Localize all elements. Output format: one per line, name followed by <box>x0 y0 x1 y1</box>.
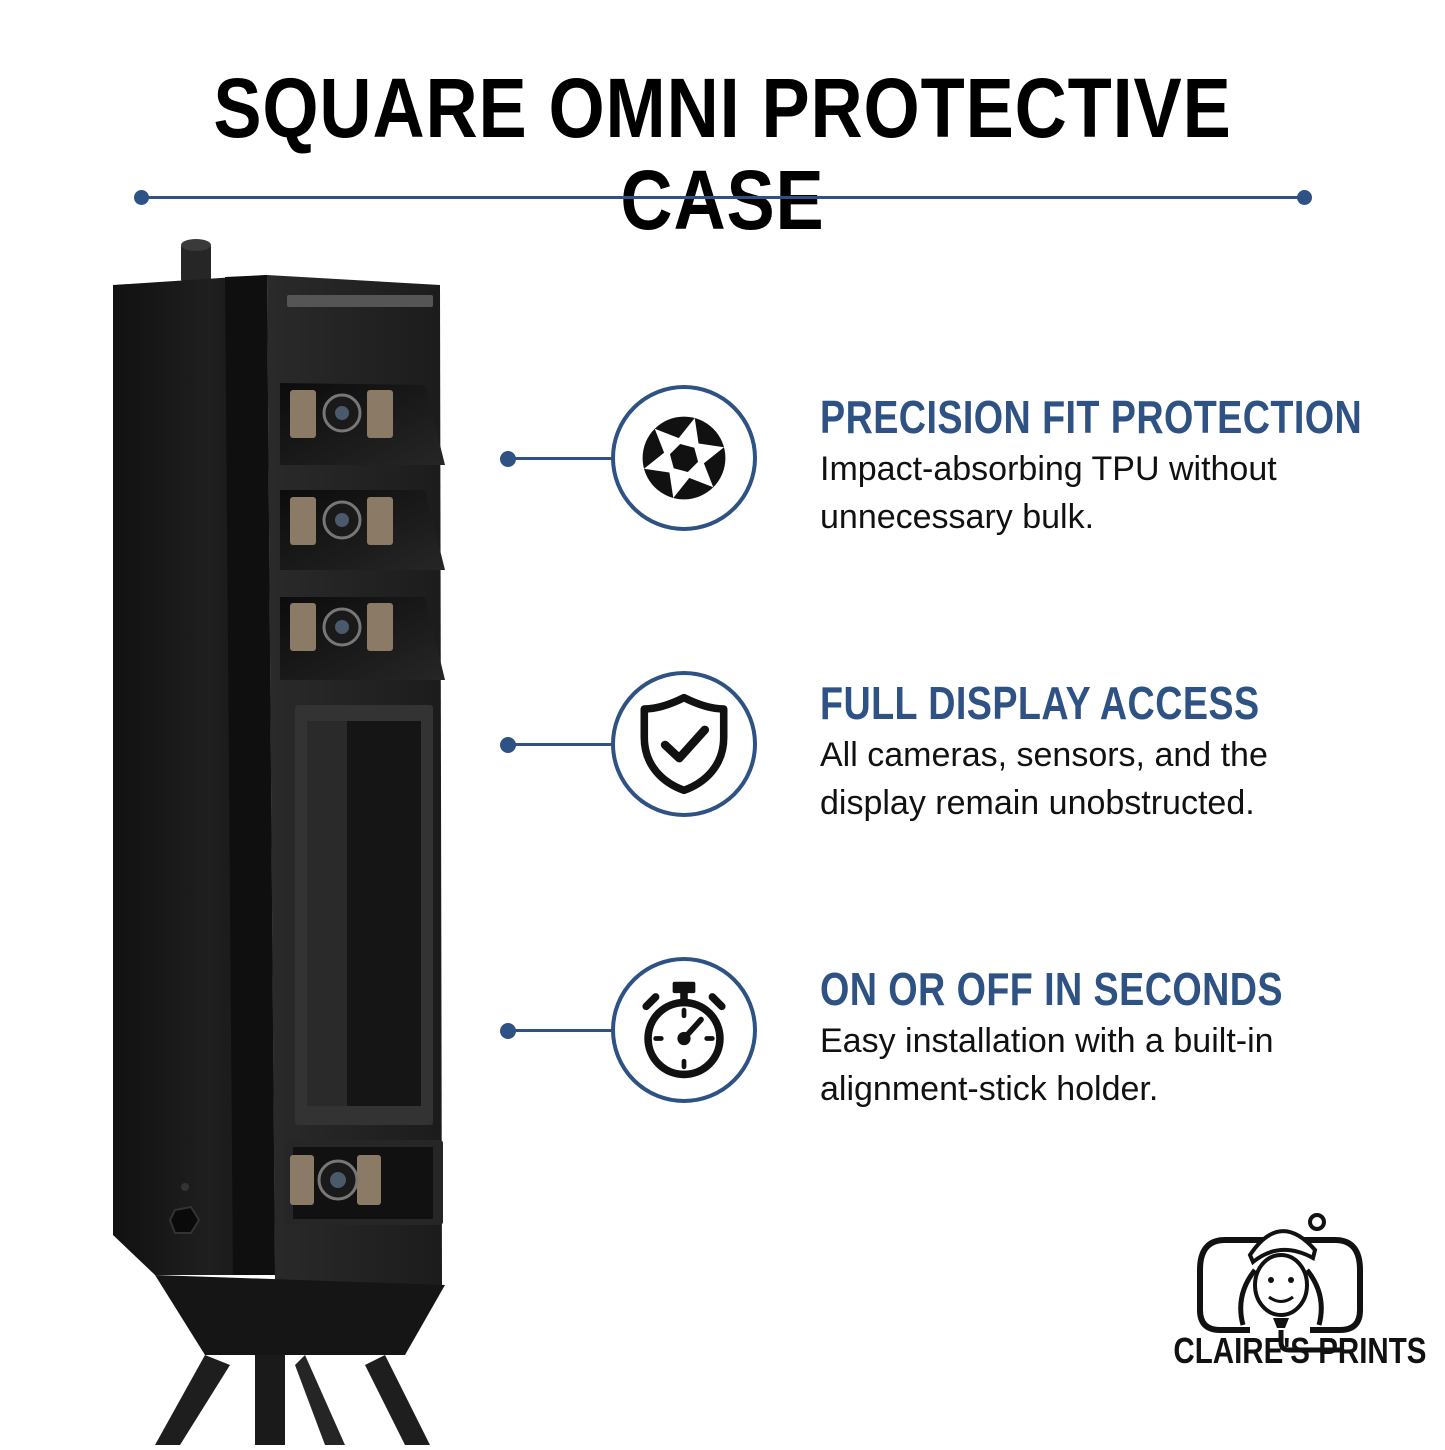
feature-title: PRECISION FIT PROTECTION <box>820 391 1363 443</box>
page-title: SQUARE OMNI PROTECTIVE CASE <box>213 61 1232 248</box>
feature-icon-badge <box>611 671 757 817</box>
title-divider <box>134 190 1312 205</box>
feature-icon-badge <box>611 385 757 531</box>
feature-connector <box>500 451 615 467</box>
camera-aperture-icon <box>642 416 726 500</box>
product-image <box>95 235 475 1445</box>
feature-block: PRECISION FIT PROTECTION Impact-absorbin… <box>820 392 1420 541</box>
feature-description: Easy installation with a built-in alignm… <box>820 1021 1274 1108</box>
brand-logo <box>1165 1200 1395 1390</box>
brand-name: CLAIRE'S PRINTS <box>1173 1330 1427 1371</box>
feature-title: FULL DISPLAY ACCESS <box>820 677 1260 729</box>
feature-icon-badge <box>611 957 757 1103</box>
feature-block: ON OR OFF IN SECONDS Easy installation w… <box>820 964 1420 1113</box>
feature-connector <box>500 737 615 753</box>
feature-description: All cameras, sensors, and the display re… <box>820 735 1268 822</box>
feature-block: FULL DISPLAY ACCESS All cameras, sensors… <box>820 678 1420 827</box>
brand-portrait-icon <box>1197 1213 1363 1353</box>
square-omni-case-illustration <box>113 239 445 1445</box>
shield-check-icon <box>640 693 728 795</box>
feature-description: Impact-absorbing TPU without unnecessary… <box>820 449 1277 536</box>
feature-connector <box>500 1023 615 1039</box>
stopwatch-icon <box>642 981 726 1079</box>
feature-title: ON OR OFF IN SECONDS <box>820 963 1283 1015</box>
